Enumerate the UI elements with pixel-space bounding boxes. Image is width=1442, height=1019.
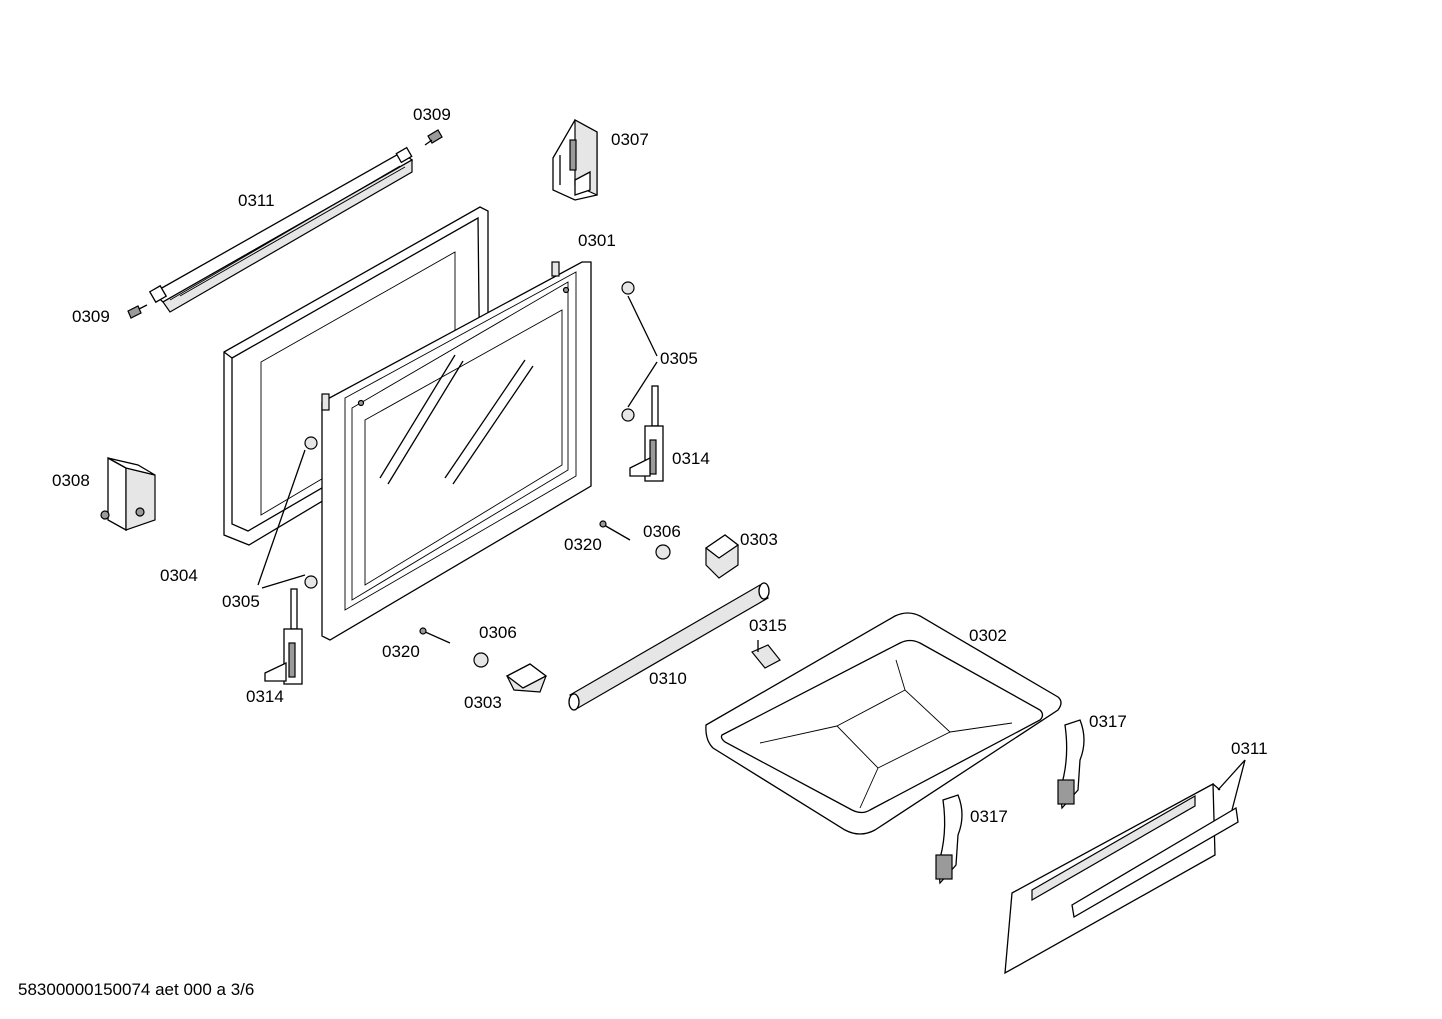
label-top-trim: 0311 bbox=[238, 191, 275, 210]
label-top-trim-screw: 0309 bbox=[413, 105, 451, 124]
screw-top bbox=[424, 129, 443, 146]
clip-part bbox=[751, 640, 781, 669]
hinge-left-part bbox=[264, 588, 303, 685]
pin-left-part bbox=[419, 627, 451, 644]
outer-glass-panel-part bbox=[223, 206, 489, 589]
rail-left-part bbox=[935, 794, 963, 885]
inner-door-part bbox=[321, 261, 592, 641]
label-inner-door: 0301 bbox=[578, 231, 616, 250]
screw-side bbox=[127, 304, 148, 319]
washer-right bbox=[655, 544, 671, 560]
label-bushing-left: 0305 bbox=[222, 592, 260, 611]
label-cover-left: 0303 bbox=[464, 693, 502, 712]
label-rail-right: 0317 bbox=[1089, 712, 1127, 731]
label-hinge-left: 0314 bbox=[246, 687, 284, 706]
drawer-tray-part bbox=[705, 612, 1062, 835]
leader-lines bbox=[257, 295, 1246, 811]
label-drawer-front: 0311 bbox=[1231, 739, 1268, 758]
top-trim-part bbox=[148, 146, 414, 313]
label-side-screw: 0309 bbox=[72, 307, 110, 326]
rod-part bbox=[568, 582, 770, 711]
cover-left-part bbox=[505, 663, 548, 693]
label-bracket-right: 0307 bbox=[611, 130, 649, 149]
bracket-left-part bbox=[100, 456, 156, 532]
label-pin-right: 0320 bbox=[564, 535, 602, 554]
label-bracket-left: 0308 bbox=[52, 471, 90, 490]
label-cover-right: 0303 bbox=[740, 530, 778, 549]
label-bushing-right: 0305 bbox=[660, 349, 698, 368]
bushing-right-bottom bbox=[621, 408, 635, 422]
label-pin-left: 0320 bbox=[382, 642, 420, 661]
bushing-right-top bbox=[621, 281, 635, 295]
label-clip: 0315 bbox=[749, 616, 787, 635]
label-drawer-tray: 0302 bbox=[969, 626, 1007, 645]
label-hinge-right: 0314 bbox=[672, 449, 710, 468]
label-washer-left: 0306 bbox=[479, 623, 517, 642]
label-rod: 0310 bbox=[649, 669, 687, 688]
drawer-front-part bbox=[1004, 782, 1239, 975]
hinge-right-part bbox=[629, 385, 664, 482]
drawing-number-footer: 58300000150074 aet 000 a 3/6 bbox=[18, 980, 255, 999]
cover-right-part bbox=[704, 534, 740, 579]
label-outer-glass: 0304 bbox=[160, 566, 198, 585]
pin-right-part bbox=[599, 520, 631, 541]
label-rail-left: 0317 bbox=[970, 807, 1008, 826]
label-washer-right: 0306 bbox=[643, 522, 681, 541]
rail-right-part bbox=[1057, 719, 1085, 810]
washer-left bbox=[473, 652, 489, 668]
bracket-right-part bbox=[552, 118, 598, 201]
